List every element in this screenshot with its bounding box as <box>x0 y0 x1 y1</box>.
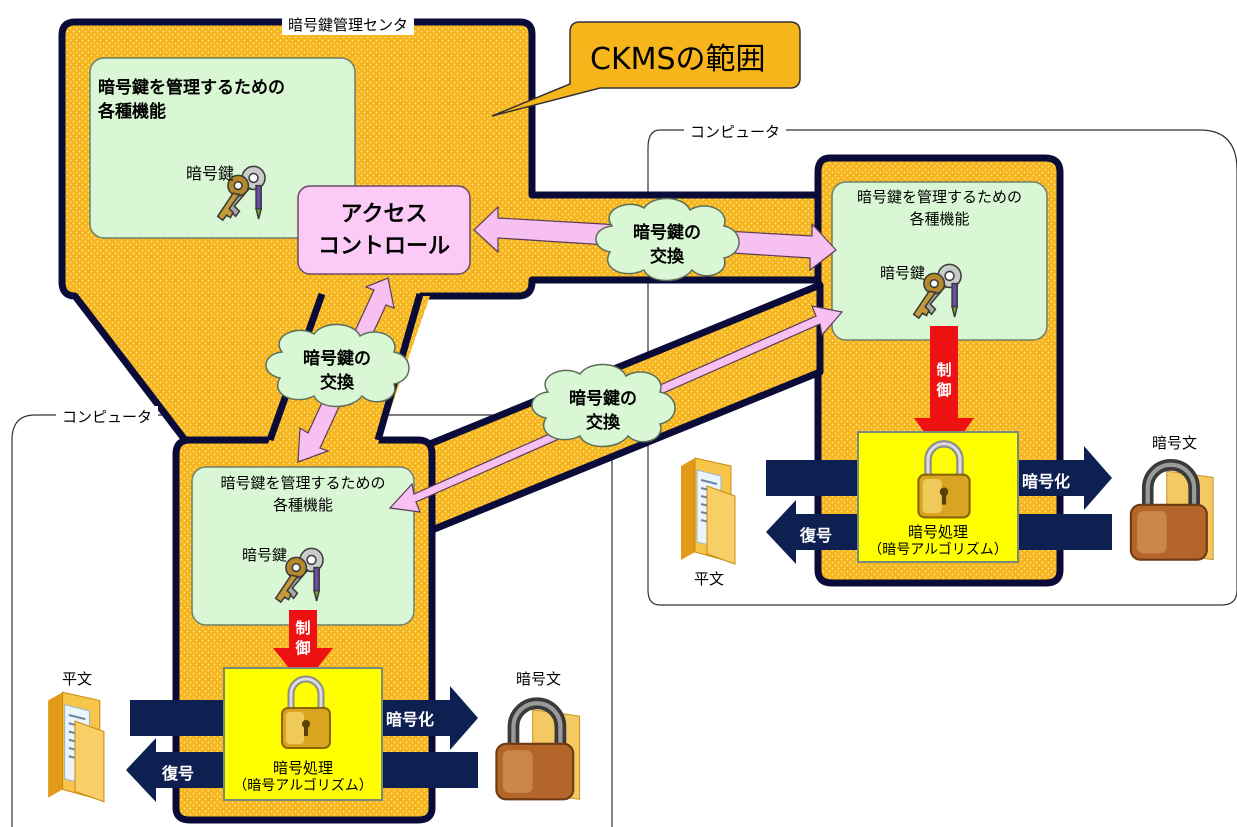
center-section-label: 暗号鍵管理センタ <box>282 14 415 35</box>
right-key-label: 暗号鍵 <box>880 264 926 282</box>
center-key-label: 暗号鍵 <box>186 164 235 183</box>
left-plaintext-folder-icon <box>47 691 106 803</box>
left-decrypt-label: 復号 <box>162 764 195 783</box>
right-func-line1: 暗号鍵を管理するための <box>856 188 1022 206</box>
exchange-vertical-line2: 交換 <box>320 373 354 393</box>
exchange-diagonal-line1: 暗号鍵の <box>569 389 637 409</box>
computer-right-frame <box>647 129 1237 606</box>
right-ciphertext-label: 暗号文 <box>1152 434 1198 452</box>
left-ciphertext-label: 暗号文 <box>516 670 562 688</box>
left-key-label: 暗号鍵 <box>242 546 288 564</box>
right-plaintext-label: 平文 <box>694 570 725 588</box>
access-control-box <box>297 185 471 275</box>
access-control-line2: コントロール <box>317 234 450 259</box>
left-proc-line2: （暗号アルゴリズム） <box>233 778 373 794</box>
left-control-label: 制御 <box>295 619 311 657</box>
right-proc-line1: 暗号処理 <box>907 523 968 541</box>
left-plaintext-label: 平文 <box>62 670 93 688</box>
computer-left-frame-side <box>11 414 36 827</box>
left-func-line1: 暗号鍵を管理するための <box>220 474 386 492</box>
exchange-cloud-vertical <box>265 323 410 408</box>
exchange-vertical-line1: 暗号鍵の <box>303 349 371 369</box>
left-ciphertext-icon <box>496 703 579 799</box>
right-control-label: 制御 <box>936 361 952 399</box>
left-encrypt-label: 暗号化 <box>386 710 435 729</box>
center-func-line1: 暗号鍵を管理するための <box>98 78 285 98</box>
center-function-box <box>89 57 356 239</box>
ckms-callout <box>491 21 801 117</box>
left-func-line2: 各種機能 <box>272 496 333 514</box>
right-ciphertext-icon <box>1131 465 1213 560</box>
exchange-diagonal-line2: 交換 <box>586 413 620 433</box>
computer-right-section-label: コンピュータ <box>684 121 787 142</box>
right-proc-line2: （暗号アルゴリズム） <box>868 542 1008 558</box>
ckms-scope-label: CKMSの範囲 <box>590 42 766 77</box>
access-control-line1: アクセス <box>340 202 428 227</box>
computer-left-section-label: コンピュータ <box>56 406 159 427</box>
left-proc-line1: 暗号処理 <box>272 759 333 777</box>
right-plaintext-folder-icon <box>679 456 737 566</box>
right-func-line2: 各種機能 <box>909 210 970 228</box>
exchange-cloud-diagonal <box>531 363 676 448</box>
exchange-top-line2: 交換 <box>650 247 684 267</box>
right-decrypt-label: 復号 <box>800 526 833 545</box>
center-func-line2: 各種機能 <box>98 102 166 122</box>
right-encrypt-label: 暗号化 <box>1022 472 1071 491</box>
exchange-cloud-top <box>595 197 740 282</box>
control-arrow-right <box>914 326 974 460</box>
exchange-top-line1: 暗号鍵の <box>633 223 701 243</box>
